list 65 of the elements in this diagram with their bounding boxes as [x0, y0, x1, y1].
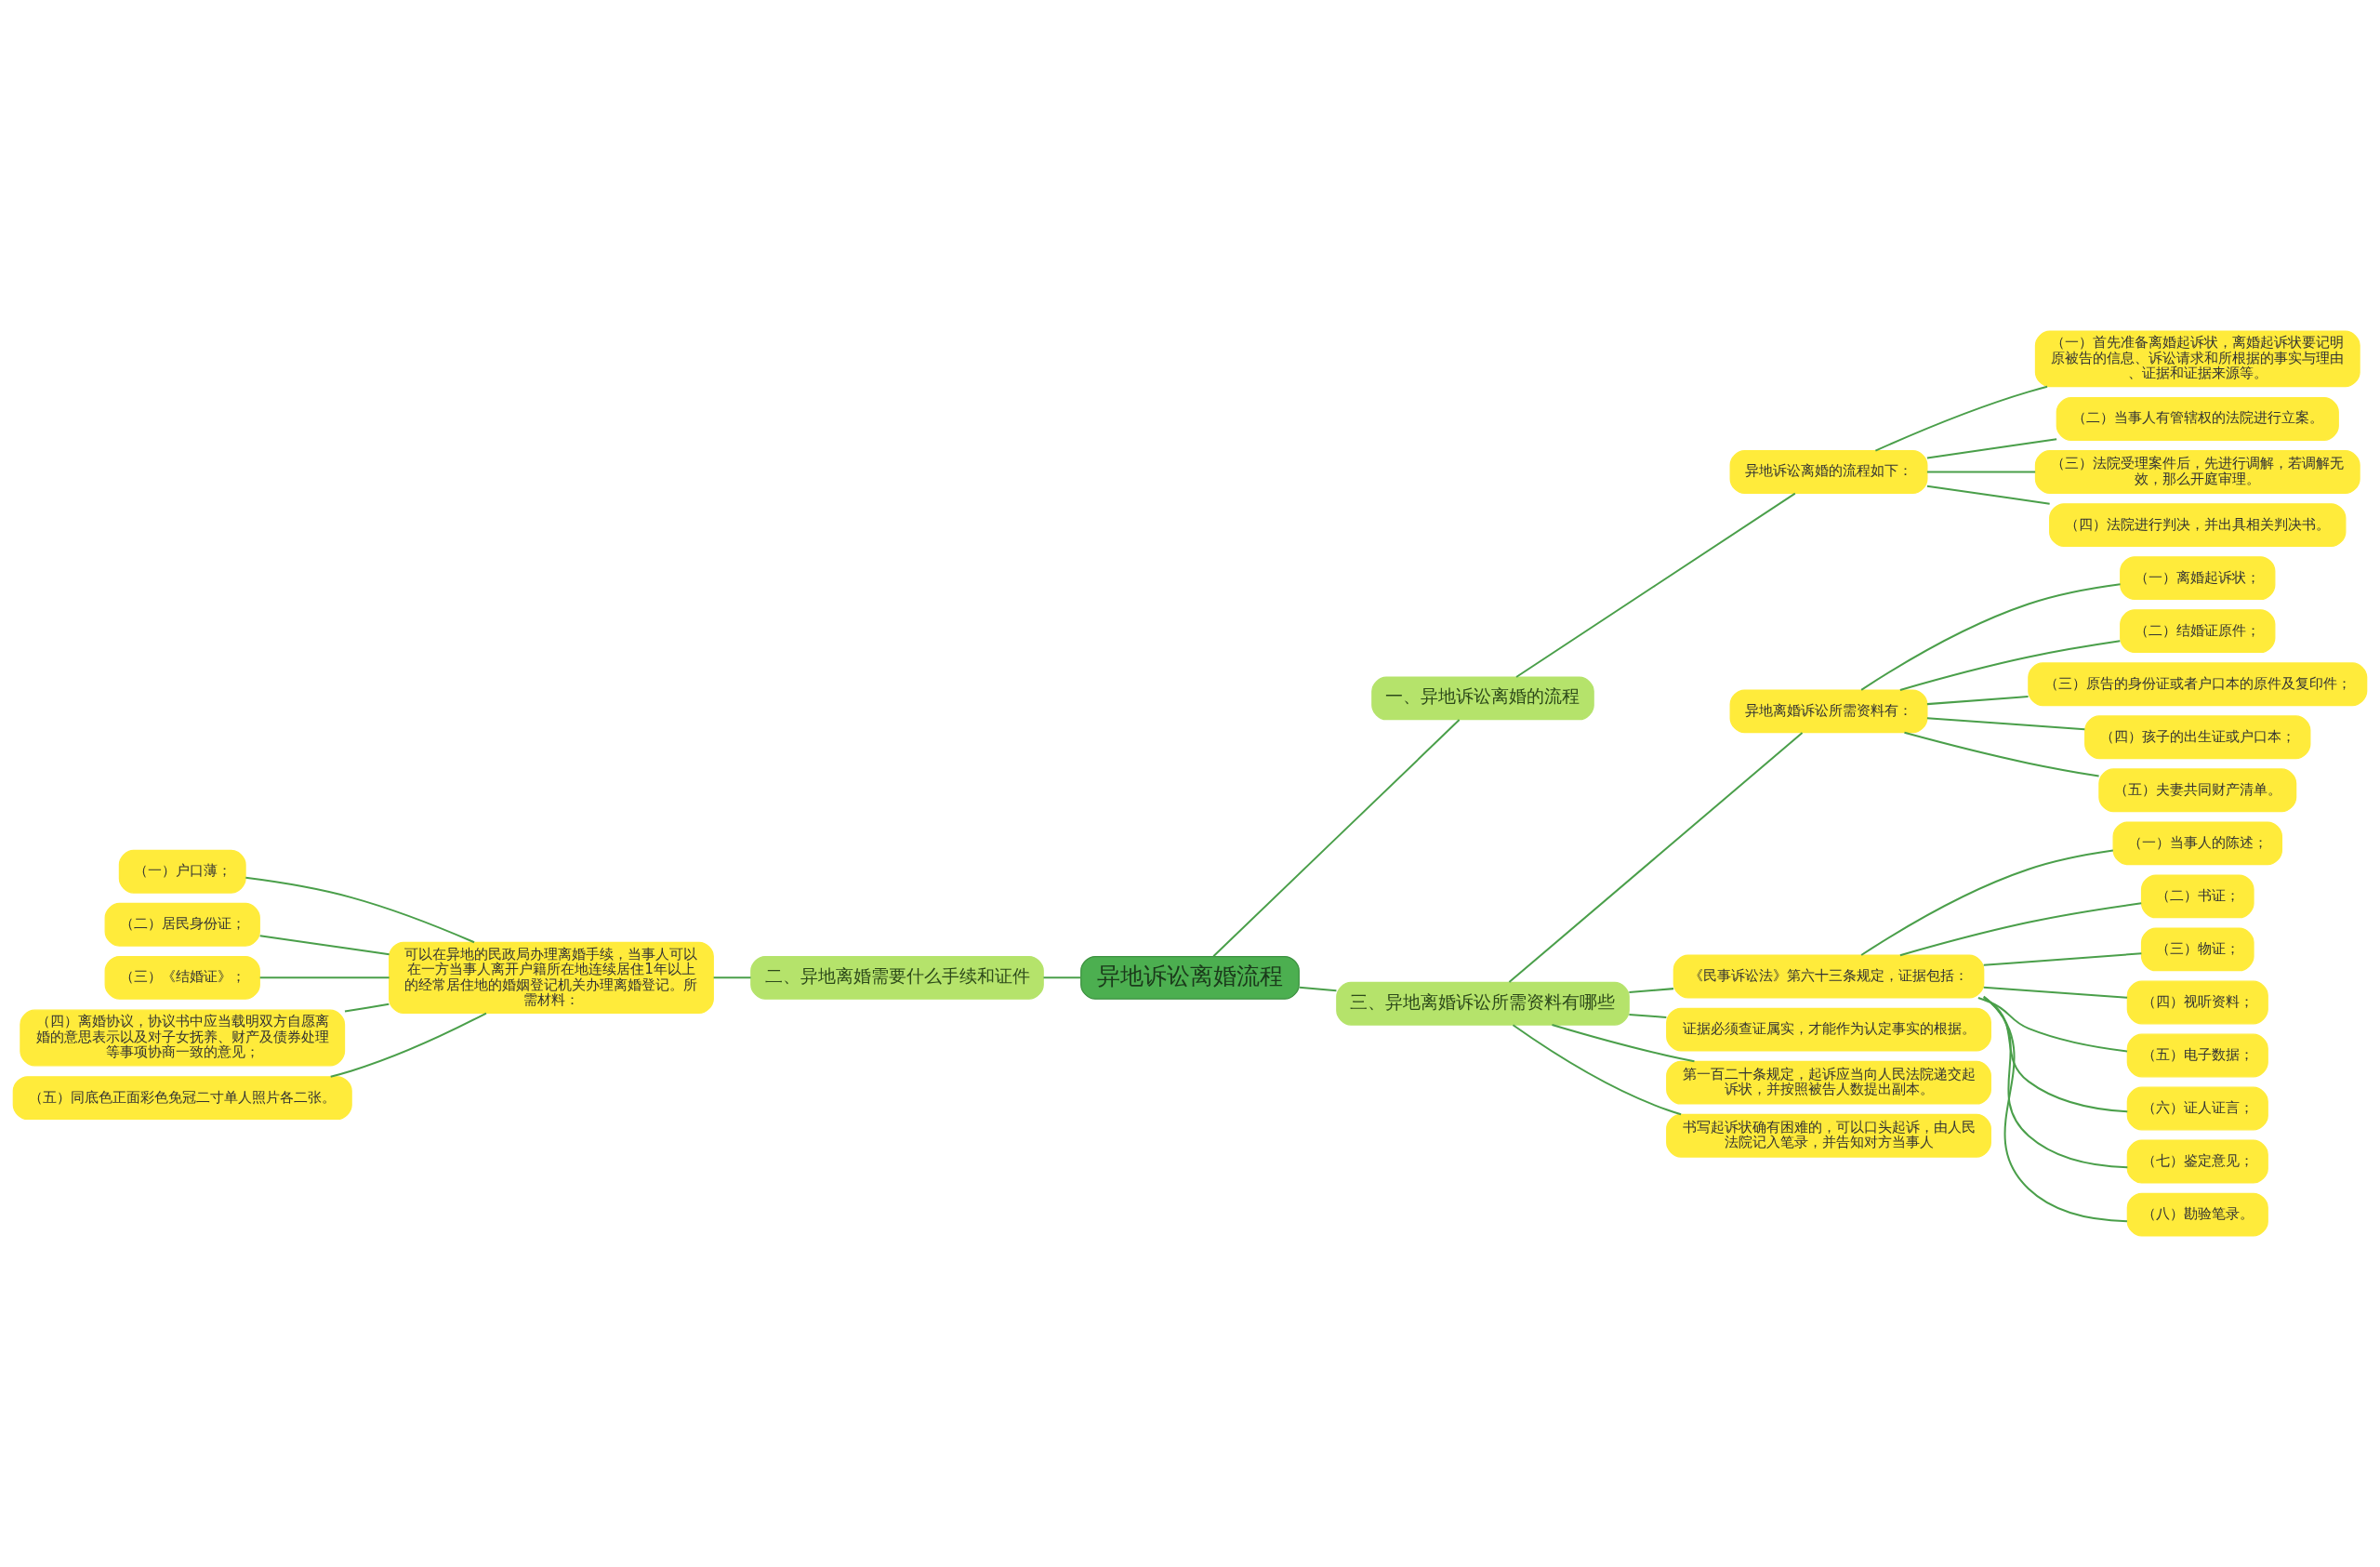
connector — [1512, 1024, 1682, 1116]
node-box: 异地诉讼离婚的流程如下： — [1729, 450, 1928, 494]
connector — [1983, 996, 2128, 1169]
connector — [1508, 732, 1804, 983]
node-box: （二）当事人有管辖权的法院进行立案。 — [2056, 397, 2339, 441]
connector — [1926, 485, 2050, 505]
node-box: （四）法院进行判决，并出具相关判决书。 — [2049, 503, 2347, 548]
connector — [330, 1012, 487, 1078]
connector — [1983, 996, 2128, 1113]
connector — [1629, 988, 1674, 993]
connector — [1515, 492, 1796, 678]
node-box: （三）物证； — [2140, 927, 2254, 972]
node-box: （二）结婚证原件； — [2120, 609, 2276, 654]
node-box: 可以在异地的民政局办理离婚手续，当事人可以在一方当事人离开户籍所在地连续居住1年以上的经常居住地的婚姻登记机关办理离婚登记。所需材料： — [389, 941, 714, 1014]
node-box: （三）法院受理案件后，先进行调解，若调解无效，那么开庭审理。 — [2034, 450, 2360, 494]
connector — [1983, 995, 2127, 1223]
node-box: （六）证人证言； — [2126, 1086, 2268, 1131]
node-box: 异地诉讼离婚流程 — [1080, 955, 1300, 1000]
connector — [1629, 1014, 1667, 1019]
node-box: （五）夫妻共同财产清单。 — [2098, 768, 2297, 813]
connector — [259, 976, 390, 979]
node-box: 证据必须查证属实，才能作为认定事实的根据。 — [1666, 1007, 1991, 1052]
connector — [1899, 640, 2121, 691]
connector — [245, 876, 475, 944]
node-box: （一）当事人的陈述； — [2112, 821, 2283, 866]
node-box: （二）书证； — [2140, 874, 2254, 919]
node-box: （一）户口薄； — [118, 849, 246, 894]
connector — [1926, 717, 2085, 731]
connector — [1926, 696, 2029, 706]
connector — [1552, 1024, 1695, 1063]
node-box: （七）鉴定意见； — [2126, 1139, 2268, 1184]
node-box: （一）离婚起诉状； — [2120, 556, 2276, 601]
node-box: （四）离婚协议，协议书中应当载明双方自愿离婚的意思表示以及对子女抚养、财产及债券处理等事项协商一致的意见； — [20, 1009, 346, 1067]
connector — [1299, 986, 1337, 992]
connector — [1926, 438, 2057, 459]
node-box: 《民事诉讼法》第六十三条规定，证据包括： — [1673, 954, 1985, 999]
node-box: （五）电子数据； — [2126, 1033, 2268, 1078]
node-box: （八）勘验笔录。 — [2126, 1192, 2268, 1237]
connector — [1860, 849, 2113, 956]
node-box: （五）同底色正面彩色免冠二寸单人照片各二张。 — [12, 1076, 352, 1121]
connector — [1899, 902, 2142, 957]
connector — [1212, 719, 1461, 957]
node-box: 第一百二十条规定，起诉应当向人民法院递交起诉状，并按照被告人数提出副本。 — [1666, 1060, 1991, 1105]
connector — [713, 976, 751, 979]
node-box: 异地离婚诉讼所需资料有： — [1729, 689, 1928, 734]
node-box: 二、异地离婚需要什么手续和证件 — [750, 955, 1044, 1000]
node-box: （四）视听资料； — [2126, 980, 2268, 1025]
connector — [1926, 471, 2036, 473]
node-box: （二）居民身份证； — [104, 902, 260, 947]
node-box: （一）首先准备离婚起诉状，离婚起诉状要记明原被告的信息、诉讼请求和所根据的事实与理由、证据和证据来源等。 — [2034, 330, 2360, 388]
node-box: （四）孩子的出生证或户口本； — [2084, 715, 2311, 760]
node-box: 书写起诉状确有困难的，可以口头起诉，由人民法院记入笔录，并告知对方当事人 — [1666, 1113, 1991, 1158]
connector — [1860, 583, 2121, 691]
connector — [1983, 952, 2142, 966]
connector — [1904, 731, 2099, 777]
connector — [259, 935, 390, 956]
node-box: （三）原告的身份证或者户口本的原件及复印件； — [2028, 662, 2368, 707]
node-box: 一、异地诉讼离婚的流程 — [1371, 676, 1594, 721]
connector — [1875, 385, 2048, 452]
node-box: 三、异地离婚诉讼所需资料有哪些 — [1336, 981, 1630, 1026]
connector — [1983, 986, 2128, 999]
node-box: （三）《结婚证》； — [104, 955, 260, 1000]
connector — [1977, 997, 2128, 1053]
connector — [1043, 976, 1081, 979]
connector — [344, 1003, 390, 1013]
